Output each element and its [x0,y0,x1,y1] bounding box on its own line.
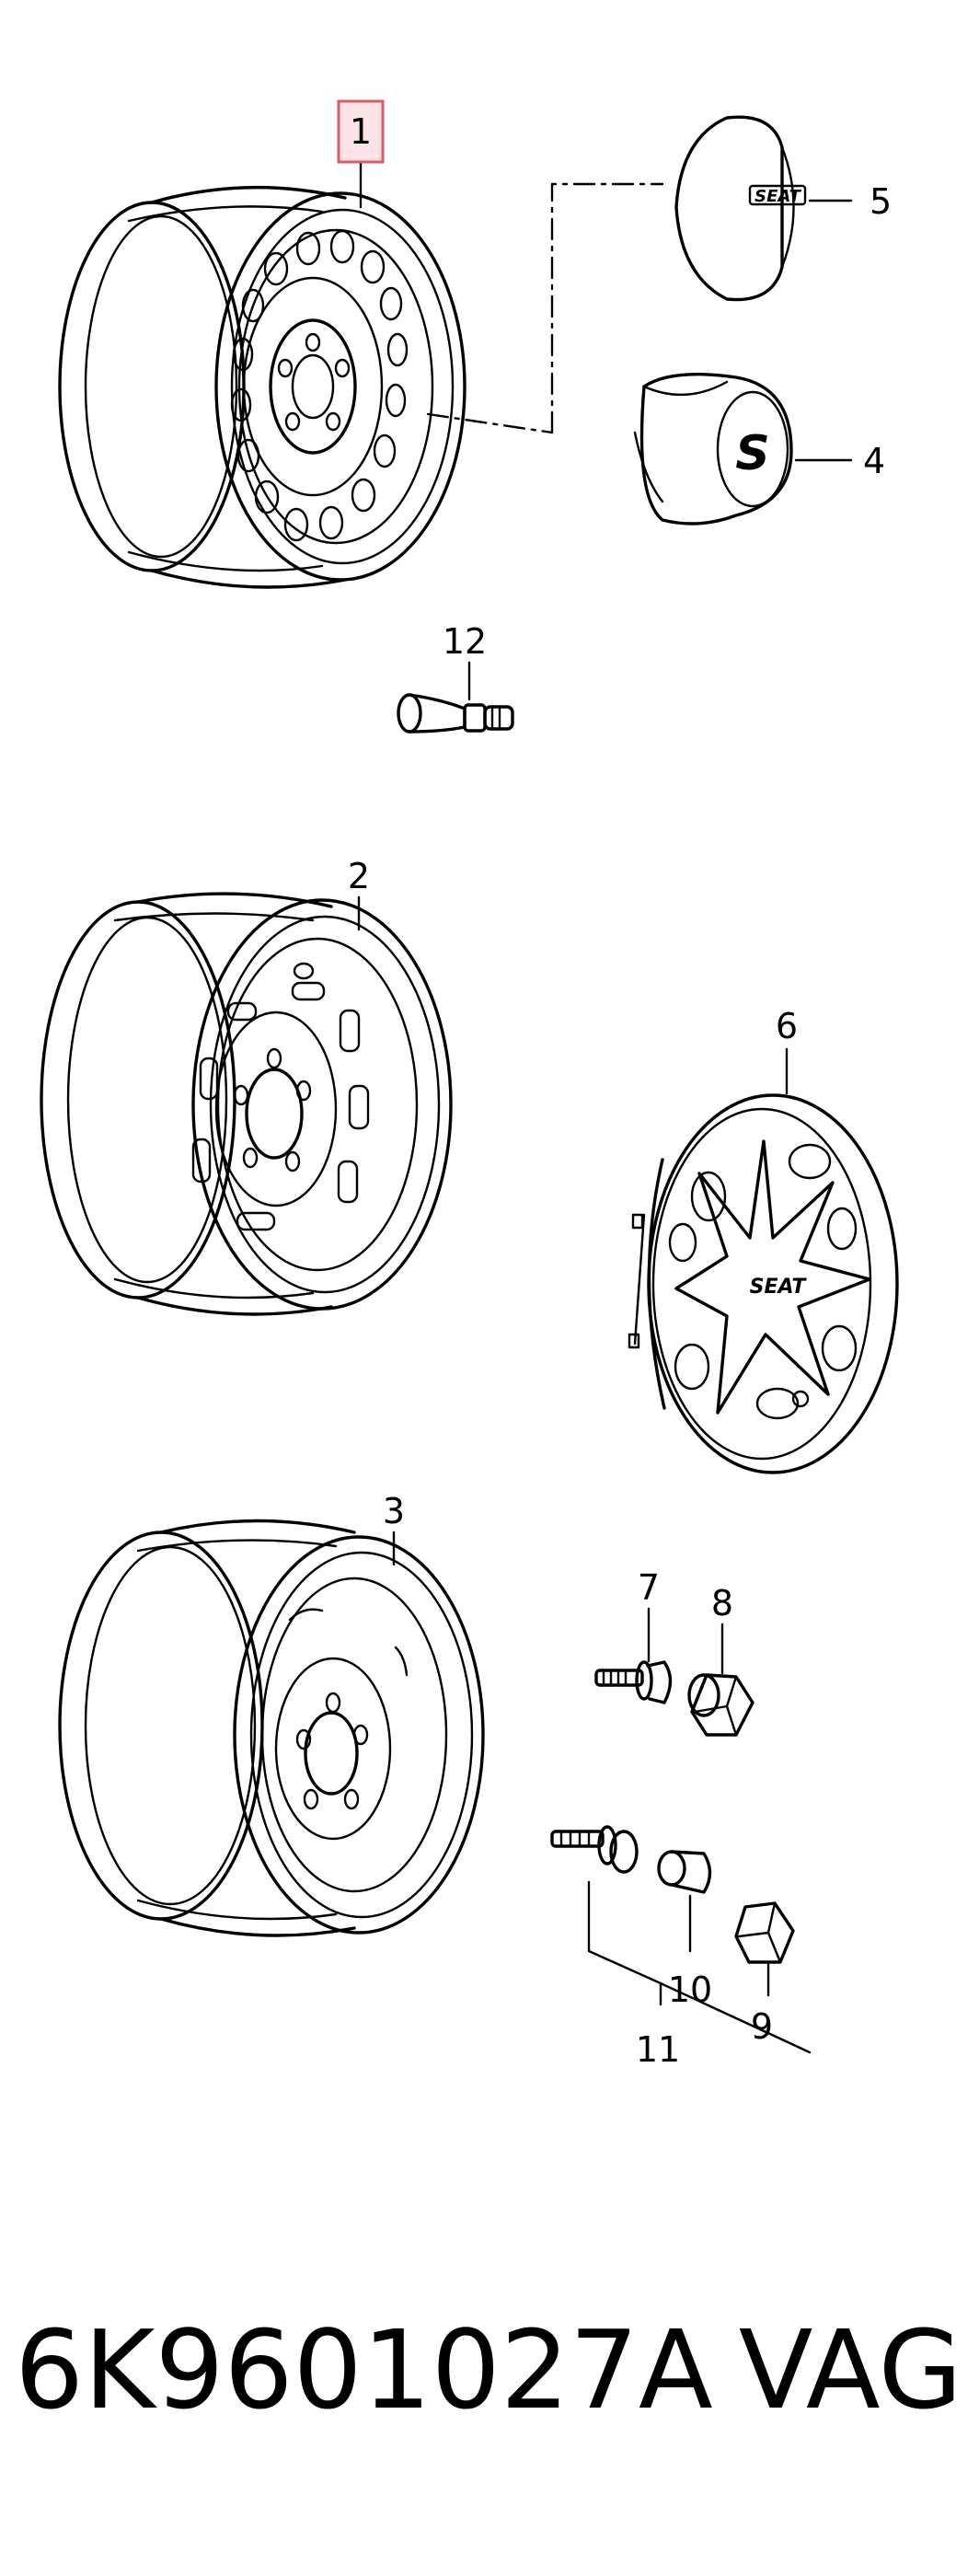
callout-7: 7 [638,1567,660,1608]
center-cap-4: S [633,372,853,526]
wheel-1 [58,155,664,589]
callout-11: 11 [636,2029,680,2070]
wheel-2 [40,892,453,1316]
wheel-bolt-7 [594,1607,673,1704]
callout-4: 4 [863,441,885,481]
cap-5-logo: SEAT [754,187,801,206]
callout-10: 10 [668,1970,712,2010]
wheel-bolt-11 [550,1825,639,1874]
callout-5: 5 [870,181,892,222]
callout-1: 1 [350,111,372,152]
cap-4-logo: S [735,426,769,481]
callout-12: 12 [443,621,487,662]
sleeve-10 [657,1850,712,1953]
footer: 6K9601027A VAG [0,2301,979,2439]
callout-2: 2 [348,856,370,896]
callout-6: 6 [776,1006,798,1046]
callout-9: 9 [751,2006,773,2047]
part-number: 6K9601027A [15,2306,713,2433]
cover-6-logo: SEAT [750,1276,808,1299]
center-cap-5: SEAT [674,115,853,302]
callout-3: 3 [383,1491,405,1531]
brand-name: VAG [738,2306,962,2433]
parts-diagram-svg: 1 SEAT 5 S 4 12 [40,99,899,2070]
wheel-3 [58,1519,485,1937]
callout-8: 8 [711,1583,733,1623]
callout-1-highlight[interactable] [337,99,385,164]
hex-nut-9 [734,1901,795,1997]
wheel-cover-6: SEAT [628,1047,899,1474]
parts-diagram: 1 SEAT 5 S 4 12 [40,99,899,2070]
hex-nut-8 [687,1623,754,1737]
tire-valve-12 [397,661,514,734]
